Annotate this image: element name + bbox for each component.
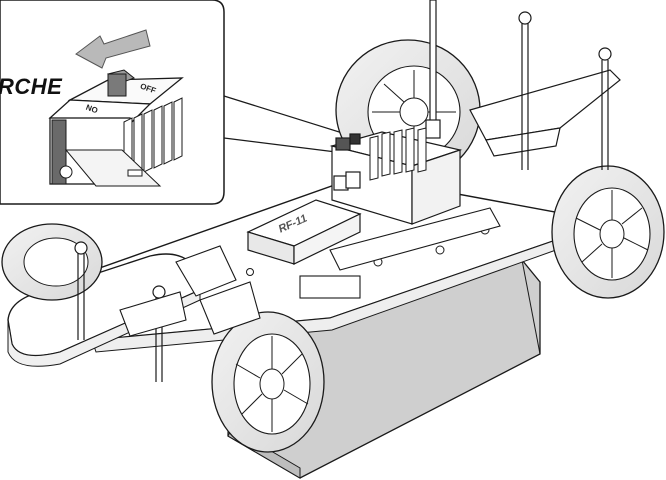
antenna xyxy=(425,0,441,139)
callout-zoom-panel xyxy=(0,0,353,205)
front-bumper xyxy=(7,253,201,367)
power-switch-icon xyxy=(48,69,184,187)
front-left-tire xyxy=(1,223,103,301)
receiver xyxy=(246,171,362,265)
rear-right-tire xyxy=(551,165,665,299)
rear-shock-tower xyxy=(469,11,621,170)
speed-controller xyxy=(329,127,463,225)
callout-label: RCHE xyxy=(0,74,63,99)
leader-line-bottom xyxy=(223,137,337,153)
front-right-tire xyxy=(211,311,325,453)
battery-holddown xyxy=(329,207,501,271)
leader-line-top xyxy=(223,95,353,137)
steering-assembly xyxy=(119,245,361,337)
direction-arrow-icon xyxy=(75,29,151,69)
